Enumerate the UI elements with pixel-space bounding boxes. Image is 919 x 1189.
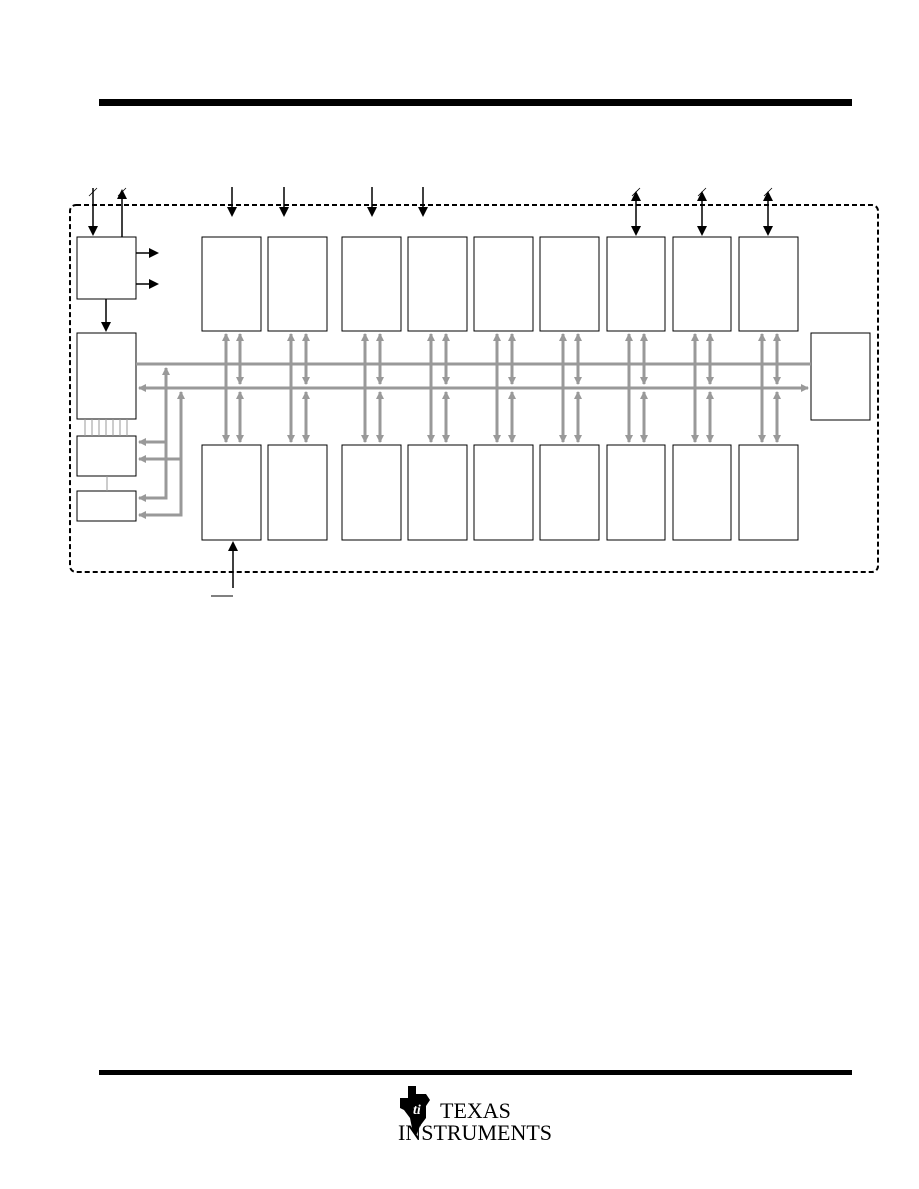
bottom-block-2 xyxy=(267,444,328,541)
ti-logo: ti TEXAS INSTRUMENTS xyxy=(398,1086,552,1144)
svg-text:ti: ti xyxy=(413,1103,421,1118)
top-block-7 xyxy=(606,236,666,332)
right-interface-block xyxy=(810,332,871,421)
device-boundary xyxy=(69,204,879,573)
top-block-4 xyxy=(407,236,468,332)
bottom-block-9 xyxy=(738,444,799,541)
register-feed-lines xyxy=(138,367,185,519)
top-block-8 xyxy=(672,236,732,332)
top-block-1 xyxy=(201,236,262,332)
block-diagram xyxy=(69,187,879,597)
logo-line-1: TEXAS xyxy=(440,1098,511,1123)
bus-interface-block xyxy=(76,332,137,420)
header-rule xyxy=(99,99,852,106)
top-block-3 xyxy=(341,236,402,332)
bottom-block-4 xyxy=(407,444,468,541)
register-block-a xyxy=(76,435,137,477)
bottom-block-6 xyxy=(539,444,600,541)
footer-rule xyxy=(99,1070,852,1075)
connector-lines xyxy=(84,419,128,491)
bottom-row-blocks xyxy=(201,444,799,541)
bottom-block-5 xyxy=(473,444,534,541)
bottom-block-1 xyxy=(201,444,262,541)
ti-state-icon: ti xyxy=(400,1086,430,1136)
top-block-9 xyxy=(738,236,799,332)
external-signal-arrows xyxy=(88,187,773,588)
bottom-block-8 xyxy=(672,444,732,541)
register-block-b xyxy=(76,490,137,522)
top-block-6 xyxy=(539,236,600,332)
logo-line-2: INSTRUMENTS xyxy=(398,1120,552,1144)
top-block-2 xyxy=(267,236,328,332)
bottom-block-3 xyxy=(341,444,402,541)
bottom-block-7 xyxy=(606,444,666,541)
column-bus-arrows xyxy=(222,333,781,443)
top-block-5 xyxy=(473,236,534,332)
bus-width-slashes xyxy=(88,187,773,197)
top-row-blocks xyxy=(201,236,799,332)
control-block xyxy=(76,236,137,300)
